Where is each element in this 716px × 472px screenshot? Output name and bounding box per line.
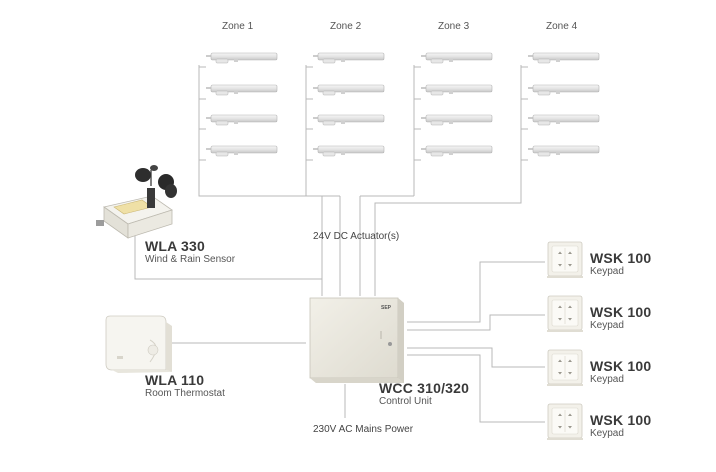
control-unit-icon: SEP <box>309 297 404 383</box>
actuator-icon <box>527 145 600 157</box>
wind-rain-sensor-icon <box>96 165 177 239</box>
actuator-icon <box>420 145 493 157</box>
thermostat-name: WLA 110 <box>145 372 205 388</box>
keypad-4-name: WSK 100 <box>590 412 652 428</box>
actuator-icon <box>205 114 278 126</box>
keypad-3-desc: Keypad <box>590 374 624 385</box>
actuator-icon <box>527 84 600 96</box>
mains-label: 230V AC Mains Power <box>313 424 414 435</box>
actuator-icon <box>420 52 493 64</box>
keypad-4-desc: Keypad <box>590 428 624 439</box>
actuator-icon <box>420 84 493 96</box>
sensor-name: WLA 330 <box>145 238 206 254</box>
actuator-icon <box>312 145 385 157</box>
zone-3-actuators <box>420 52 493 157</box>
sensor-desc: Wind & Rain Sensor <box>145 254 236 265</box>
keypad-icons <box>546 241 584 441</box>
keypad-2-desc: Keypad <box>590 320 624 331</box>
keypad-icon <box>546 295 584 333</box>
thermostat-desc: Room Thermostat <box>145 388 225 399</box>
thermostat-icon <box>105 315 172 373</box>
keypad-1-name: WSK 100 <box>590 250 652 266</box>
actuator-wiring <box>198 65 528 296</box>
keypad-icon <box>546 403 584 441</box>
zone-4-label: Zone 4 <box>546 21 578 32</box>
keypad-2-name: WSK 100 <box>590 304 652 320</box>
actuator-icon <box>420 114 493 126</box>
actuator-icon <box>527 114 600 126</box>
actuator-icon <box>312 84 385 96</box>
keypad-icon <box>546 349 584 387</box>
actuator-icon <box>205 145 278 157</box>
control-unit-name: WCC 310/320 <box>379 380 470 396</box>
control-unit-desc: Control Unit <box>379 396 432 407</box>
zone-2-label: Zone 2 <box>330 21 362 32</box>
zone-3-label: Zone 3 <box>438 21 470 32</box>
actuator-icon <box>527 52 600 64</box>
actuator-bus-label: 24V DC Actuator(s) <box>313 231 400 242</box>
actuator-icon <box>312 114 385 126</box>
keypad-1-desc: Keypad <box>590 266 624 277</box>
actuator-icon <box>205 52 278 64</box>
zone-1-actuators <box>205 52 278 157</box>
brand-mark: SEP <box>381 305 392 311</box>
zone-1-label: Zone 1 <box>222 21 254 32</box>
actuator-icon <box>205 84 278 96</box>
actuator-icon <box>312 52 385 64</box>
keypad-3-name: WSK 100 <box>590 358 652 374</box>
zone-2-actuators <box>312 52 385 157</box>
zone-4-actuators <box>527 52 600 157</box>
keypad-icon <box>546 241 584 279</box>
device-wiring <box>134 236 545 423</box>
